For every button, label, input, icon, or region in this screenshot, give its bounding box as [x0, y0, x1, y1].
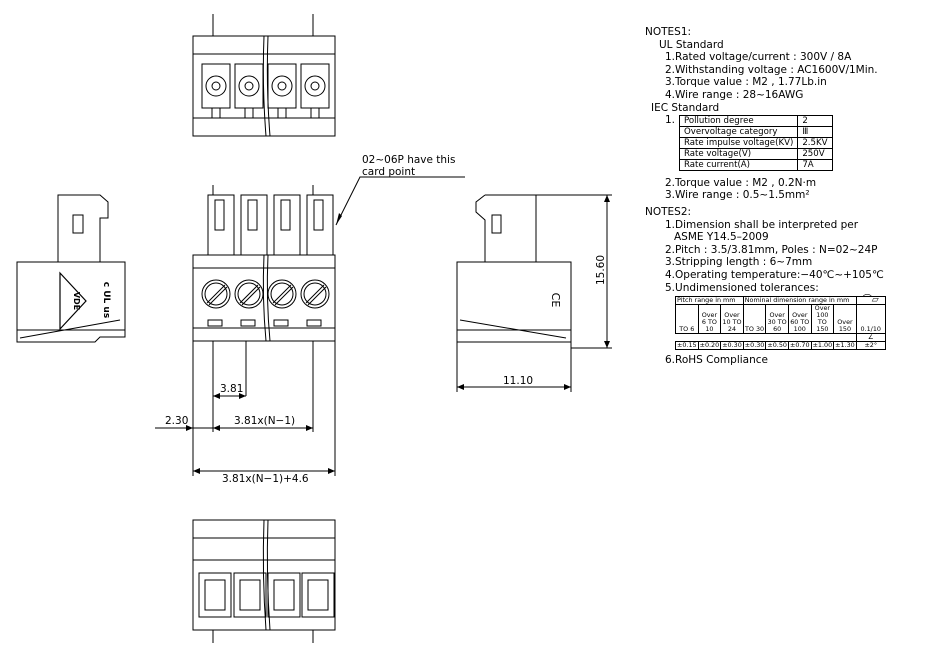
iec-value: 7A	[797, 158, 833, 171]
ul-standard-title: UL Standard	[659, 38, 724, 51]
iec-value: 250V	[797, 147, 833, 160]
top-view-screw-4	[300, 63, 330, 119]
tol-range: Over 60 TO 100	[787, 304, 812, 335]
notes2-rohs: 6.RoHS Compliance	[665, 354, 768, 367]
iec-value: 2	[797, 114, 833, 127]
bottom-view	[192, 519, 336, 643]
iec-label: Overvoltage category	[678, 125, 799, 138]
tol-angle-value: ±2°	[855, 341, 886, 351]
iec-label: Rate impulse voltage(KV)	[678, 136, 799, 149]
ul-item-4: 4.Wire range : 28~16AWG	[665, 88, 804, 101]
top-view-screw-1	[201, 63, 231, 119]
top-view-screw-2	[234, 63, 264, 119]
front-screw-2	[234, 279, 264, 327]
table-row: Rate impulse voltage(KV)2.5KV	[678, 136, 833, 149]
notes1-title: NOTES1:	[645, 26, 692, 38]
tol-value: ±1.00	[810, 341, 835, 351]
ul-item-3: 3.Torque value : M2 , 1.77Lb.in	[665, 76, 827, 89]
iec-item-3: 3.Wire range : 0.5~1.5mm²	[665, 189, 810, 202]
tol-range: TO 6	[675, 304, 699, 335]
iec-item-2: 2.Torque value : M2 , 0.2N·m	[665, 176, 817, 189]
table-row: ±0.15 ±0.20 ±0.30 ±0.30 ±0.50 ±0.70 ±1.0…	[675, 341, 886, 351]
table-row: TO 6 Over 6 TO 10 Over 10 TO 24 TO 30 Ov…	[675, 304, 886, 335]
svg-text:CE: CE	[549, 293, 562, 308]
ul-item-1: 1.Rated voltage/current : 300V / 8A	[665, 51, 852, 64]
table-row: Rate voltage(V)250V	[678, 147, 833, 160]
tol-range: Over 30 TO 60	[765, 304, 789, 335]
front-dimensions	[155, 341, 336, 476]
tol-value: ±0.15	[675, 341, 699, 351]
notes2-item-1-cont: ASME Y14.5–2009	[674, 231, 769, 244]
dim-depth-label: 11.10	[503, 375, 533, 387]
notes2-item-2: 2.Pitch : 3.5/3.81mm, Poles : N=02~24P	[665, 243, 878, 256]
notes-panel: NOTES1: UL Standard 1.Rated voltage/curr…	[645, 26, 930, 367]
front-screw-1	[201, 279, 231, 327]
tol-range: Over 150	[833, 304, 857, 335]
top-view	[192, 14, 336, 137]
notes2-item-3: 3.Stripping length : 6~7mm	[665, 256, 813, 269]
ce-logo: CE	[549, 293, 562, 308]
front-screw-3	[267, 279, 297, 327]
card-point-note-line2: card point	[362, 166, 415, 178]
right-side-view	[456, 194, 612, 392]
iec-value: Ⅲ	[797, 125, 833, 138]
notes2-title: NOTES2:	[645, 205, 692, 218]
tol-flat-value: 0.1/10	[855, 304, 886, 335]
svg-text:VDE: VDE	[72, 292, 81, 310]
front-view	[192, 176, 465, 342]
tol-pitch-header: Pitch range in mm	[675, 296, 744, 306]
ul-item-2: 2.Withstanding voltage : AC1600V/1Min.	[665, 63, 878, 76]
tol-range: Over 100 TO 150	[810, 304, 835, 335]
vde-logo: VDE	[59, 271, 87, 331]
tol-value: ±0.20	[697, 341, 722, 351]
notes2-item-1: 1.Dimension shall be interpreted per	[665, 218, 859, 231]
tolerance-table: Pitch range in mm Nominal dimension rang…	[675, 296, 886, 351]
tol-range: TO 30	[742, 304, 767, 335]
tol-range: Over 10 TO 24	[720, 304, 744, 335]
ul-logo: c UL us	[101, 282, 111, 318]
dim-height-label: 15.60	[595, 255, 607, 285]
flatness-symbol-icon: ⌒▱	[855, 296, 886, 306]
tol-range: Over 6 TO 10	[697, 304, 722, 335]
table-row: Rate current(A)7A	[678, 158, 833, 171]
dimension-arrows	[186, 195, 610, 474]
dim-offset-label: 2.30	[165, 415, 188, 427]
front-screw-4	[300, 279, 330, 327]
top-view-screw-3	[267, 63, 297, 119]
notes2-item-5: 5.Undimensioned tolerances:	[665, 281, 819, 294]
tol-value: ±0.70	[787, 341, 812, 351]
table-row: Pitch range in mm Nominal dimension rang…	[675, 296, 886, 306]
left-side-view	[16, 194, 126, 343]
iec-label: Pollution degree	[678, 114, 799, 127]
dim-pitch-label: 3.81	[220, 383, 243, 395]
tol-value: ±1.30	[833, 341, 857, 351]
dim-total-label: 3.81x(N−1)+4.6	[222, 473, 309, 485]
card-point-note-line1: 02~06P have this	[362, 154, 455, 166]
svg-text:c UL us: c UL us	[101, 282, 111, 318]
notes2-item-4: 4.Operating temperature:−40℃~+105℃	[665, 268, 884, 281]
dim-span-label: 3.81x(N−1)	[234, 415, 295, 427]
iec-standard-title: IEC Standard	[651, 101, 720, 114]
tol-value: ±0.30	[720, 341, 744, 351]
iec-value: 2.5KV	[797, 136, 833, 149]
iec-label: Rate current(A)	[678, 158, 799, 171]
iec-item-1-num: 1.	[665, 114, 676, 127]
tol-value: ±0.50	[765, 341, 789, 351]
tol-value: ±0.30	[742, 341, 767, 351]
iec-label: Rate voltage(V)	[678, 147, 799, 160]
tol-nominal-header: Nominal dimension range in mm	[742, 296, 857, 306]
